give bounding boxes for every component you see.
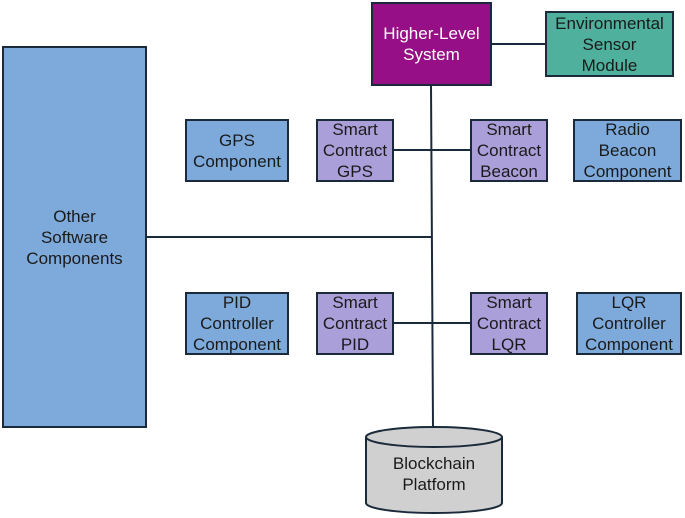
bus-line <box>430 84 434 428</box>
blockchain-cylinder <box>365 426 503 514</box>
lqr-controller-component-node: LQR Controller Component <box>576 292 682 355</box>
smart-contract-gps-label: Smart Contract GPS <box>322 120 388 181</box>
gps-component-label: GPS Component <box>193 130 281 171</box>
higher-level-system-node: Higher-Level System <box>371 2 492 86</box>
environmental-sensor-module-label: Environmental Sensor Module <box>555 13 664 75</box>
smart-contract-lqr-node: Smart Contract LQR <box>470 292 548 355</box>
smart-contract-pid-label: Smart Contract PID <box>322 293 388 354</box>
radio-beacon-component-label: Radio Beacon Component <box>583 120 672 181</box>
cylinder-top <box>365 426 503 448</box>
gps-component-node: GPS Component <box>185 119 289 182</box>
other-software-components-node: Other Software Components <box>2 46 147 428</box>
blockchain-platform-node: Blockchain Platform <box>366 448 502 500</box>
other-software-components-label: Other Software Components <box>26 206 123 268</box>
smart-contract-pid-node: Smart Contract PID <box>316 292 394 355</box>
smart-contract-gps-node: Smart Contract GPS <box>316 119 394 182</box>
higher-level-system-label: Higher-Level System <box>383 24 480 64</box>
smart-contract-beacon-label: Smart Contract Beacon <box>476 120 542 181</box>
smart-contract-lqr-label: Smart Contract LQR <box>476 293 542 354</box>
pid-controller-component-node: PID Controller Component <box>185 292 289 355</box>
lqr-controller-component-label: LQR Controller Component <box>585 293 673 354</box>
pid-controller-component-label: PID Controller Component <box>193 293 281 354</box>
environmental-sensor-module-node: Environmental Sensor Module <box>545 11 674 77</box>
smart-contract-beacon-node: Smart Contract Beacon <box>470 119 548 182</box>
blockchain-platform-label: Blockchain Platform <box>392 454 476 494</box>
radio-beacon-component-node: Radio Beacon Component <box>573 119 682 182</box>
cylinder-body <box>365 437 503 514</box>
